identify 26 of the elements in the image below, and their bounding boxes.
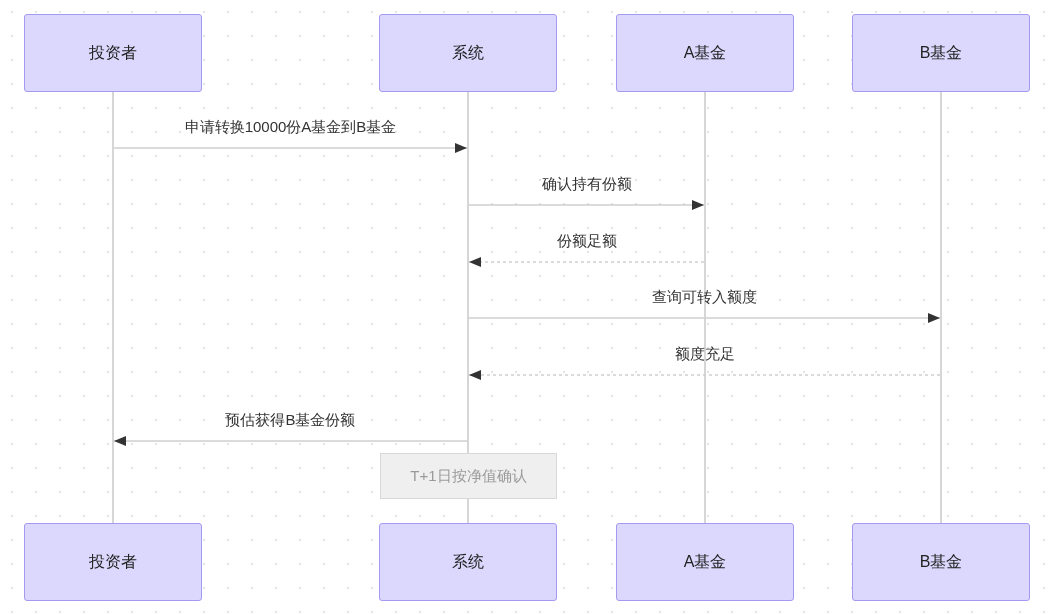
edge-label: 额度充足 bbox=[674, 344, 735, 364]
edge-label: 查询可转入额度 bbox=[652, 287, 757, 307]
lifeline bbox=[704, 92, 706, 523]
lifeline bbox=[112, 92, 114, 523]
message-arrow bbox=[468, 313, 941, 323]
lifeline bbox=[467, 499, 469, 523]
participant-box: B基金 bbox=[852, 523, 1030, 601]
lifeline bbox=[940, 92, 942, 523]
participant-box: 投资者 bbox=[24, 523, 202, 601]
message-arrow bbox=[113, 143, 468, 153]
participant-box: B基金 bbox=[852, 14, 1030, 92]
message-arrow bbox=[468, 370, 941, 380]
edge-label: 预估获得B基金份额 bbox=[225, 410, 356, 430]
message-arrow bbox=[113, 436, 468, 446]
edge-label: 确认持有份额 bbox=[541, 174, 632, 194]
note-box: T+1日按净值确认 bbox=[380, 453, 557, 499]
participant-box: 投资者 bbox=[24, 14, 202, 92]
message-arrow bbox=[468, 200, 705, 210]
participant-box: A基金 bbox=[616, 523, 794, 601]
lifeline bbox=[467, 92, 469, 453]
participant-box: A基金 bbox=[616, 14, 794, 92]
edge-label: 份额足额 bbox=[556, 231, 617, 251]
edge-label: 申请转换10000份A基金到B基金 bbox=[184, 117, 397, 137]
message-arrow bbox=[468, 257, 705, 267]
participant-box: 系统 bbox=[379, 523, 557, 601]
participant-box: 系统 bbox=[379, 14, 557, 92]
